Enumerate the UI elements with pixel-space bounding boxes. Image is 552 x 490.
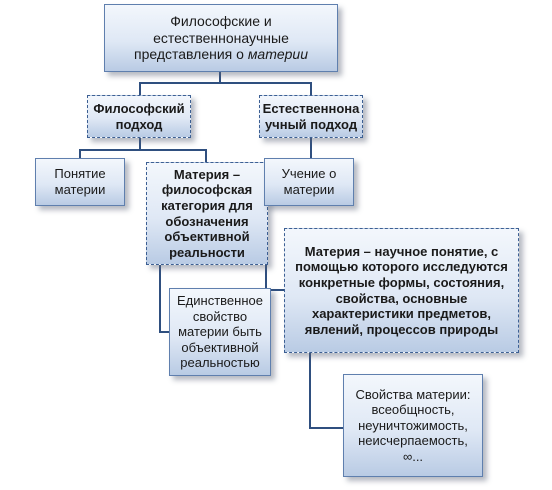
philosophical-definition-node: Материя – философская категория для обоз… <box>146 162 268 265</box>
scientific-definition-node: Материя – научное понятие, с помощью кот… <box>284 228 519 353</box>
teaching-of-matter-label: Учение о материи <box>281 166 337 197</box>
teaching-of-matter-node: Учение о материи <box>264 158 354 206</box>
concept-of-matter-label: Понятие материи <box>54 166 106 197</box>
connector-scidef-properties <box>309 353 343 429</box>
concept-of-matter-node: Понятие материи <box>35 158 125 206</box>
only-property-node: Единственное свойство материи быть объек… <box>169 288 271 376</box>
properties-of-matter-label: Свойства материи: всеобщность, неуничтож… <box>355 386 471 464</box>
root-node: Философские и естественнонаучные предста… <box>104 4 338 72</box>
root-node-emphasis: материи <box>247 46 309 63</box>
philosophical-definition-label: Материя – философская категория для обоз… <box>161 166 253 260</box>
properties-of-matter-node: Свойства материи: всеобщность, неуничтож… <box>343 374 483 477</box>
scientific-definition-label: Материя – научное понятие, с помощью кот… <box>295 243 508 337</box>
philosophical-approach-label: Философский подход <box>93 100 185 132</box>
connector-phildef-onlyprop <box>159 265 169 333</box>
connector-root-children <box>139 72 312 95</box>
connector-philosophical-children <box>79 138 207 162</box>
natural-science-approach-node: Естественнона учный подход <box>259 95 363 138</box>
only-property-label: Единственное свойство материи быть объек… <box>177 293 263 371</box>
root-node-label: Философские и естественнонаучные предста… <box>133 12 289 63</box>
natural-science-approach-label: Естественнона учный подход <box>262 100 360 132</box>
philosophical-approach-node: Философский подход <box>87 95 191 138</box>
